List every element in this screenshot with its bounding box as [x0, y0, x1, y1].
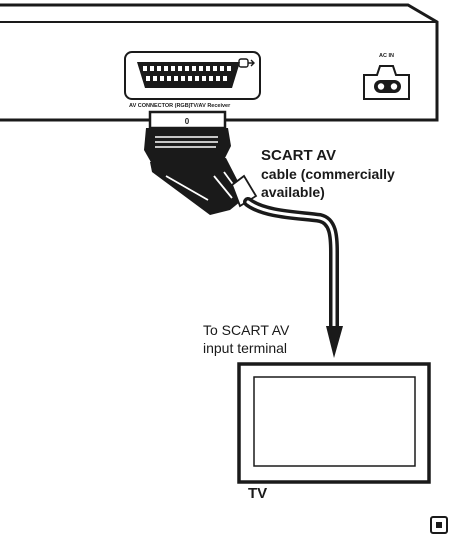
ac-inlet-icon: [363, 65, 410, 100]
scart-av-cable: [243, 197, 343, 358]
tv-icon: [237, 362, 431, 484]
av-connector-label: AV CONNECTOR (RGB): [129, 103, 191, 109]
cable-label-line2: cable (commercially: [261, 166, 395, 182]
cable-label: SCART AV cable (commercially available): [261, 147, 395, 201]
scart-socket-icon: [124, 51, 261, 100]
cable-label-line3: available): [261, 184, 325, 200]
target-terminal-label: To SCART AV input terminal: [203, 321, 289, 357]
output-arrow-icon: [238, 58, 255, 68]
stop-square-icon: [430, 516, 448, 534]
tv-av-receiver-label: TV/AV Receiver: [190, 103, 231, 109]
tv-label: TV: [248, 485, 268, 502]
cable-label-line1: SCART AV: [261, 147, 336, 164]
ac-in-label: AC IN: [379, 53, 394, 59]
target-label-line2: input terminal: [203, 340, 288, 356]
scart-plug-icon: 0: [144, 110, 258, 215]
target-label-line1: To SCART AV: [203, 322, 290, 338]
plug-pin-label: 0: [185, 117, 190, 126]
